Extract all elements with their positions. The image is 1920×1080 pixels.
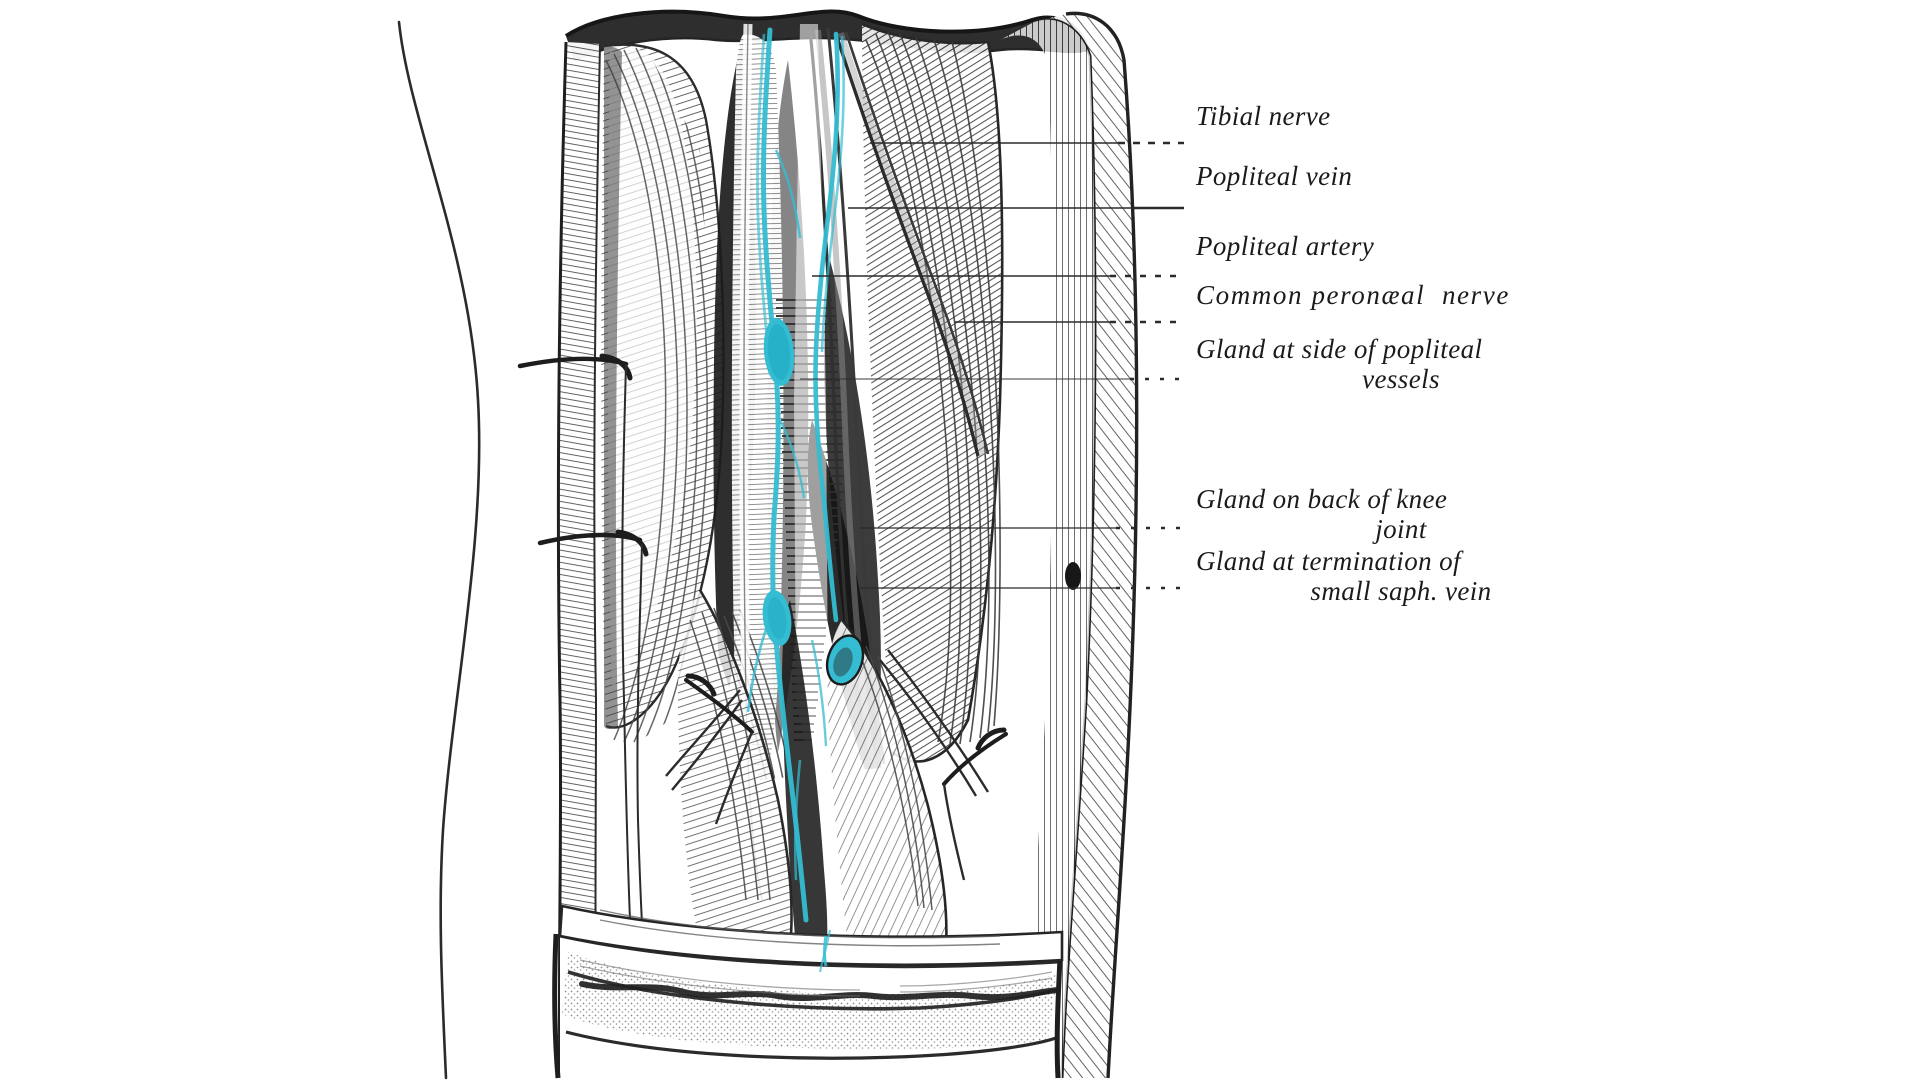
leader-lines: [800, 141, 1184, 590]
skin-contour-left: [397, 20, 481, 1080]
common-peroneal-nerve-structure: [834, 31, 990, 457]
medial-hamstring-muscles: [556, 41, 725, 1077]
knee-joint-region: [665, 589, 990, 948]
reflected-skin-flap: [1000, 11, 1139, 1079]
transverse-aponeurosis: [558, 904, 1064, 967]
gland-side-popliteal-vessels-node: [763, 318, 795, 386]
gland-back-of-knee-node: [762, 590, 792, 646]
lower-cut-section: [552, 933, 1063, 1079]
lymphatic-system-highlight: [746, 27, 865, 973]
gland-small-saph-vein-node: [825, 634, 865, 686]
